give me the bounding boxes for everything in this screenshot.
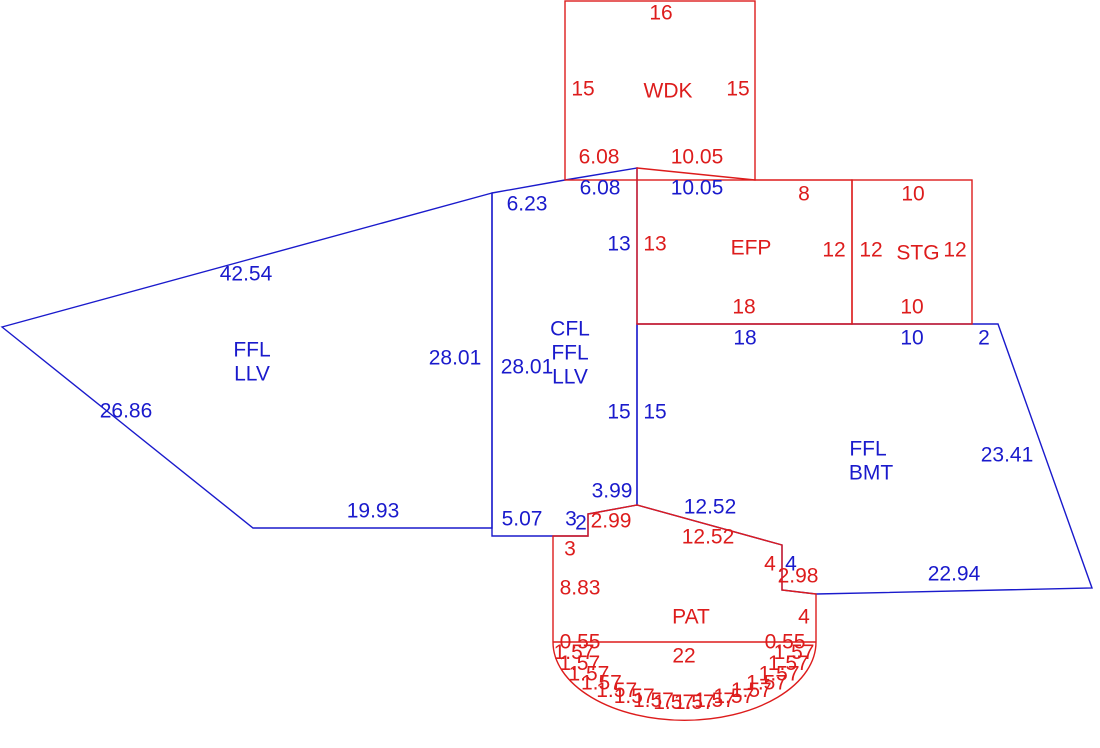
- pat-arc-segment-label: 1.57: [746, 671, 787, 694]
- dim-bmt-top-c: 2: [978, 327, 990, 350]
- dim-pat-left-short: 3: [564, 538, 576, 561]
- area-ffl-llv-name-2: LLV: [234, 363, 270, 386]
- area-ffl-bmt-name-1: FFL: [849, 438, 886, 461]
- area-wdk-name: WDK: [644, 80, 693, 103]
- dim-bmt-slope: 12.52: [684, 496, 737, 519]
- dim-efp-top-right: 8: [798, 183, 810, 206]
- pat-arc-segment-label: 1.57: [596, 679, 637, 702]
- area-cfl-name-2: FFL: [551, 342, 588, 365]
- pat-arc-segment-label: 1.57: [774, 641, 815, 664]
- dim-efp-left: 13: [643, 233, 666, 256]
- pat-arc-segment-label: 1.57: [554, 641, 595, 664]
- dim-efp-bottom: 18: [732, 296, 755, 319]
- dim-wdk-bottom-left: 6.08: [579, 146, 620, 169]
- pat-arc-segment-label: 1.57: [768, 652, 809, 675]
- dim-pat-notch-blue: 4: [785, 553, 797, 576]
- dim-bmt-right: 23.41: [981, 444, 1034, 467]
- dim-pat-bottom: 22: [672, 645, 695, 668]
- dim-efp-top: 10.05: [671, 177, 724, 200]
- pat-arc-segment-label: 1.57: [759, 662, 800, 685]
- dim-wdk-left: 15: [571, 78, 594, 101]
- dim-pat-top: 12.52: [682, 526, 735, 549]
- dim-llv-bottom: 19.93: [347, 500, 400, 523]
- dim-bmt-top-b: 10: [900, 327, 923, 350]
- area-ffl-llv-name-1: FFL: [233, 339, 270, 362]
- dim-pat-chord-right: 0.55: [765, 631, 806, 654]
- dim-cfl-right-lower: 15: [607, 401, 630, 424]
- area-pat-outline: [552, 504, 817, 721]
- dim-cfl-bottom: 5.07: [502, 508, 543, 531]
- area-efp-name: EFP: [731, 237, 772, 260]
- dim-cfl-notch-b: 2: [575, 512, 587, 535]
- pat-arc-segment-label: 1.57: [653, 691, 694, 714]
- dim-pat-left: 8.83: [560, 577, 601, 600]
- pat-arc-segment-label: 1.57: [568, 662, 609, 685]
- pat-arc-segment-label: 1.57: [694, 689, 735, 712]
- dim-cfl-right-upper: 13: [607, 233, 630, 256]
- dim-cfl-top-slope: 6.23: [507, 193, 548, 216]
- pat-arc-segment-label: 1.57: [674, 691, 715, 714]
- dim-cfl-top: 6.08: [580, 177, 621, 200]
- area-cfl-name-3: LLV: [552, 366, 588, 389]
- area-cfl-name-1: CFL: [550, 318, 590, 341]
- pat-arc-segment-labels: 1.571.571.571.571.571.571.571.571.571.57…: [554, 641, 815, 714]
- area-stg-outline: [851, 179, 973, 325]
- pat-arc-segment-label: 1.57: [713, 685, 754, 708]
- dim-llv-right: 28.01: [429, 347, 482, 370]
- pat-arc-segment-label: 1.57: [614, 685, 655, 708]
- dim-wdk-right: 15: [726, 78, 749, 101]
- dim-llv-lower-left: 26.86: [100, 400, 153, 423]
- dim-pat-notch-slope: 2.98: [778, 565, 819, 588]
- dim-pat-top-left: 2.99: [591, 510, 632, 533]
- dim-stg-top: 10: [901, 183, 924, 206]
- pat-arc-segment-label: 1.57: [559, 652, 600, 675]
- pat-arc-segment-label: 1.57: [633, 689, 674, 712]
- dim-bmt-bottom: 22.94: [928, 563, 981, 586]
- pat-arc-segment-label: 1.57: [731, 679, 772, 702]
- dim-llv-top: 42.54: [220, 263, 273, 286]
- dim-cfl-left: 28.01: [501, 356, 554, 379]
- dim-stg-right: 12: [943, 239, 966, 262]
- dim-cfl-notch: 3: [565, 508, 577, 531]
- pat-arc-segment-label: 1.57: [581, 671, 622, 694]
- area-pat-name: PAT: [672, 606, 710, 629]
- dim-bmt-top-a: 18: [733, 327, 756, 350]
- dim-efp-right: 12: [822, 239, 845, 262]
- dim-cfl-slope: 3.99: [592, 480, 633, 503]
- dim-stg-left: 12: [859, 239, 882, 262]
- area-stg-name: STG: [896, 242, 939, 265]
- dim-stg-bottom: 10: [900, 296, 923, 319]
- dim-wdk-bottom-right: 10.05: [671, 146, 724, 169]
- dim-pat-chord-left: 0.55: [560, 631, 601, 654]
- area-wdk-outline: [564, 0, 756, 181]
- dim-bmt-left: 15: [643, 401, 666, 424]
- dim-wdk-top: 16: [649, 2, 672, 25]
- area-ffl-bmt-name-2: BMT: [849, 462, 894, 485]
- dim-pat-right: 4: [798, 606, 810, 629]
- dim-pat-notch-red: 4: [764, 553, 776, 576]
